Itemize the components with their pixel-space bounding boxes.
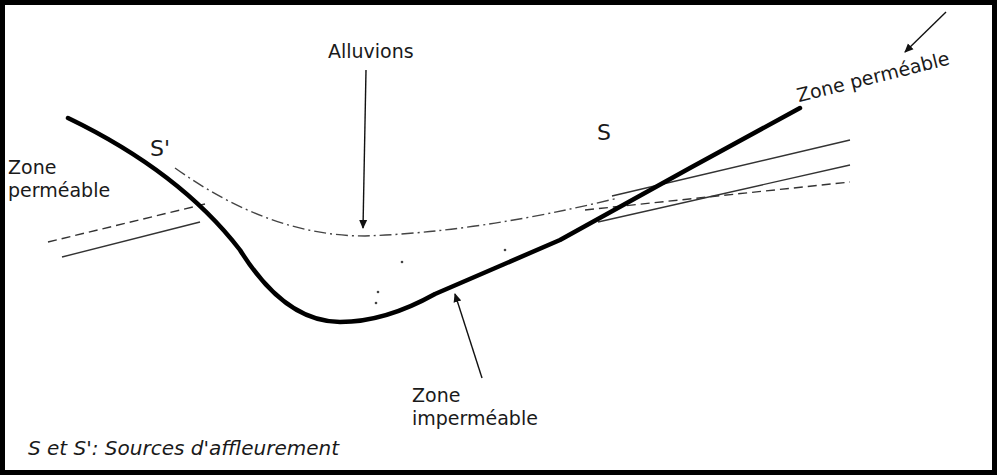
leader-arrow <box>905 12 946 52</box>
source-label: S <box>597 120 611 146</box>
sediment-dot <box>375 302 378 305</box>
zone-label: Zone perméable <box>8 156 120 202</box>
leader-arrow <box>455 294 482 378</box>
layer-boundary <box>62 222 200 257</box>
ground-profile <box>68 108 800 322</box>
leader-arrow <box>363 70 366 228</box>
sediment-dot <box>377 291 380 294</box>
source-label: S' <box>150 136 170 162</box>
frame <box>3 3 995 473</box>
layer-boundary <box>48 204 205 242</box>
sediment-dot <box>504 249 507 252</box>
layer-boundary <box>598 165 850 222</box>
alluvium-surface <box>175 168 618 236</box>
zone-label: Alluvions <box>328 40 414 63</box>
legend-note: S et S': Sources d'affleurement <box>28 436 339 460</box>
layer-boundary <box>612 140 850 196</box>
sediment-dot <box>401 261 404 264</box>
zone-label: Zone imperméable <box>412 384 552 430</box>
zone-label: Zone perméable <box>794 47 951 107</box>
